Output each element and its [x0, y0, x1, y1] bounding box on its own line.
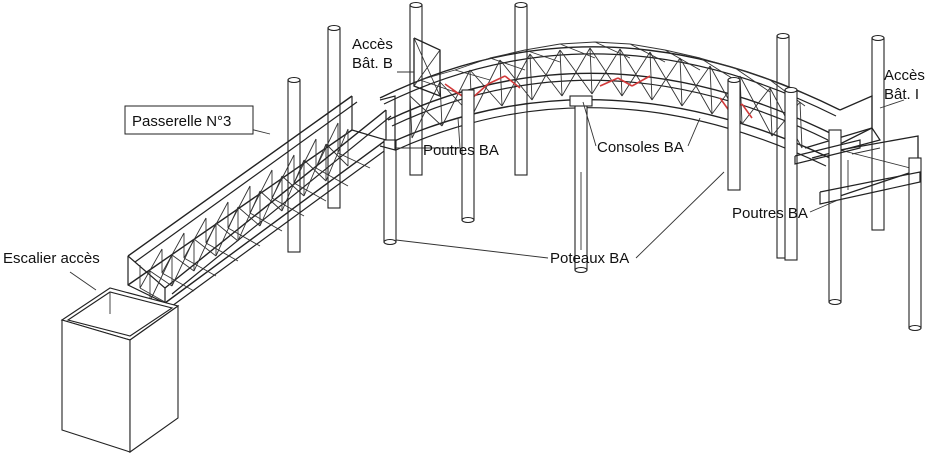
- leader-lines: [69, 71, 905, 291]
- post-f5: [784, 86, 798, 261]
- post-f7: [908, 157, 922, 332]
- post-f1: [383, 139, 397, 246]
- post-f2: [461, 89, 475, 224]
- curved-truss: [379, 41, 841, 167]
- leader-poteaux-1: [395, 239, 549, 259]
- post-f4: [727, 76, 741, 191]
- leader-poteaux-3: [635, 171, 725, 259]
- front-posts: [379, 76, 922, 332]
- passerelle-label: Passerelle N°3: [132, 113, 231, 130]
- post-f6: [828, 129, 842, 306]
- escalier-label: Escalier accès: [3, 250, 100, 267]
- acces-i-label-1: Accès: [884, 67, 925, 84]
- escalier-box: [60, 287, 180, 454]
- poutres-ba-left-label: Poutres BA: [423, 142, 499, 159]
- post-b3: [514, 1, 528, 176]
- acces-bat-b-frame: [413, 37, 441, 97]
- straight-truss: [127, 95, 392, 307]
- leader-poutres-right: [809, 199, 839, 213]
- leader-escalier: [69, 271, 97, 291]
- leader-consoles-a: [582, 101, 597, 147]
- post-b5: [871, 34, 885, 231]
- poteaux-ba-label: Poteaux BA: [550, 250, 629, 267]
- leader-consoles-b: [687, 117, 701, 147]
- labels: Passerelle N°3 Accès Bât. B Accès Bât. I…: [3, 36, 925, 267]
- passerelle-label-box: [124, 105, 254, 135]
- poutres-ba-right-label: Poutres BA: [732, 205, 808, 222]
- acces-b-label-1: Accès: [352, 36, 393, 53]
- acces-b-label-2: Bât. B: [352, 55, 393, 72]
- acces-bat-i-frame: [804, 95, 919, 197]
- leader-acces-i: [879, 99, 905, 109]
- acces-i-label-2: Bât. I: [884, 86, 919, 103]
- leader-poutres-left: [422, 117, 461, 149]
- consoles-ba-label: Consoles BA: [597, 139, 684, 156]
